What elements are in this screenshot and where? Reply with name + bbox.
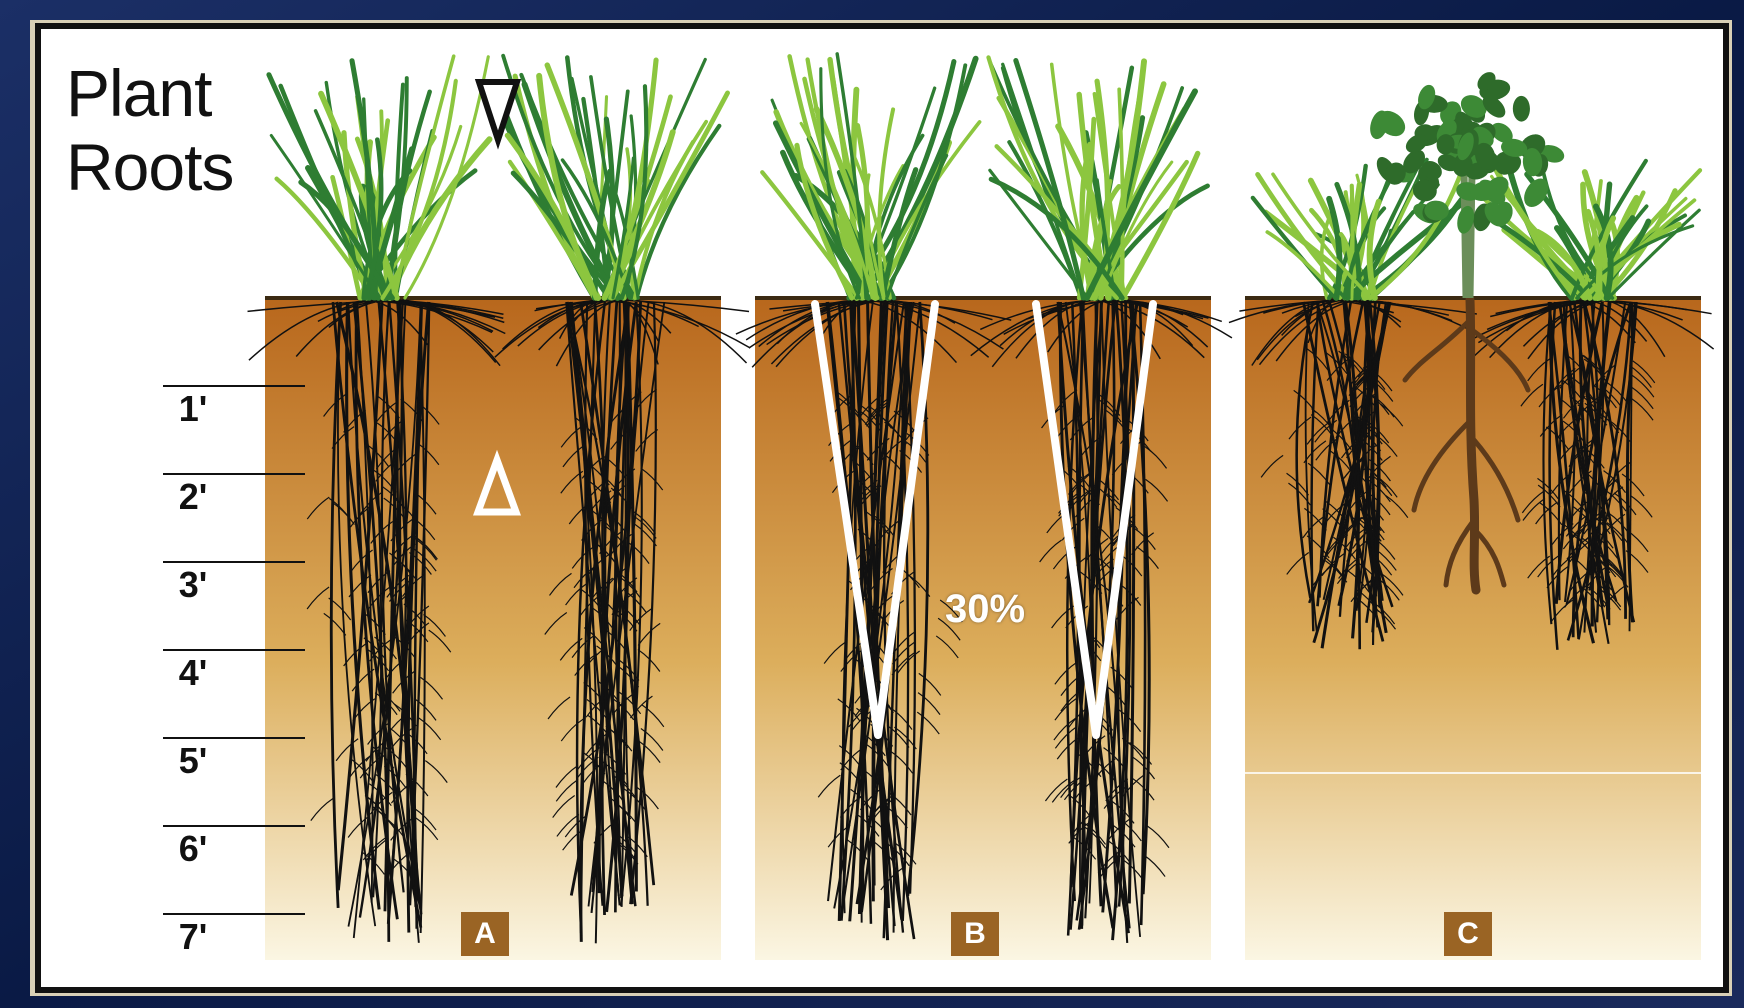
panel-c-badge: C [1444,912,1492,956]
title-line-1: Plant [66,60,211,126]
percent-annotation: 30% [945,587,1025,632]
title-line-2: Roots [66,134,233,200]
panel-b-badge: B [951,912,999,956]
depth-label-6: 6' [168,828,218,870]
panel-a-badge: A [461,912,509,956]
depth-label-5: 5' [168,740,218,782]
depth-label-3: 3' [168,564,218,606]
depth-label-1: 1' [168,388,218,430]
depth-label-2: 2' [168,476,218,518]
depth-label-4: 4' [168,652,218,694]
depth-label-7: 7' [168,916,218,958]
